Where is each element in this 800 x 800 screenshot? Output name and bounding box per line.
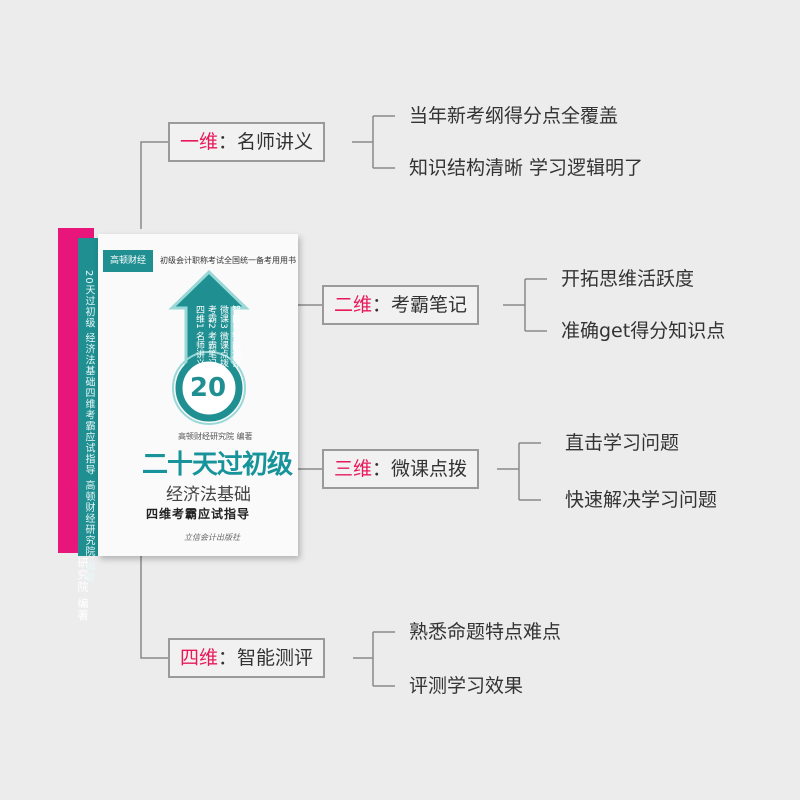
brand-logo: 高顿财经 [103,250,153,272]
node-4-label: 智能测评 [237,647,314,669]
book-tagline: 四维考霸应试指导 [146,507,251,521]
arrow-col-1: 四维1 名师讲义 [194,305,204,368]
node-4-leaf-2: 评测学习效果 [409,675,524,697]
node-2-leaf-2: 准确get得分知识点 [561,320,726,342]
arrow-graphic [168,269,250,425]
arrow-col-4: 智能4 智能测评 [230,305,240,368]
node-4-prefix: 四维 [180,647,219,669]
book-title: 二十天过初级 [142,450,293,480]
node-1-sep: ： [218,131,238,153]
book-publisher: 立信会计出版社 [184,533,240,542]
arrow-col-2: 考霸2 考霸笔记 [206,305,216,368]
node-3-leaf-1: 直击学习问题 [565,432,680,454]
book-author: 高顿财经研究院 编著 [178,432,253,441]
node-4-leaf-1: 熟悉命题特点难点 [409,621,562,643]
node-3-sep: ： [372,458,392,480]
node-1-prefix: 一维 [180,131,219,153]
node-3: 三维：微课点拨 [322,449,480,489]
node-2: 二维：考霸笔记 [322,285,480,325]
book-spine-text: 20天过初级 经济法基础四维考霸应试指导 高顿财经研究院 编著 [83,270,94,584]
node-1: 一维：名师讲义 [168,122,326,162]
node-2-leaf-1: 开拓思维活跃度 [561,268,695,290]
node-1-leaf-2: 知识结构清晰 学习逻辑明了 [409,157,644,179]
node-1-leaf-1: 当年新考纲得分点全覆盖 [409,105,619,127]
node-4-sep: ： [218,647,238,669]
node-2-label: 考霸笔记 [391,294,468,316]
node-3-label: 微课点拨 [391,458,468,480]
book-subtitle: 经济法基础 [166,485,251,505]
arrow-col-3: 微课3 微课点拨 [218,305,228,368]
node-3-prefix: 三维 [334,458,373,480]
node-2-prefix: 二维 [334,294,373,316]
node-4: 四维：智能测评 [168,638,326,678]
badge-number: 20 [189,373,227,403]
book-series: 初级会计职称考试全国统一备考用用书 [160,256,296,265]
node-1-label: 名师讲义 [237,131,314,153]
node-3-leaf-2: 快速解决学习问题 [565,489,718,511]
node-2-sep: ： [372,294,392,316]
